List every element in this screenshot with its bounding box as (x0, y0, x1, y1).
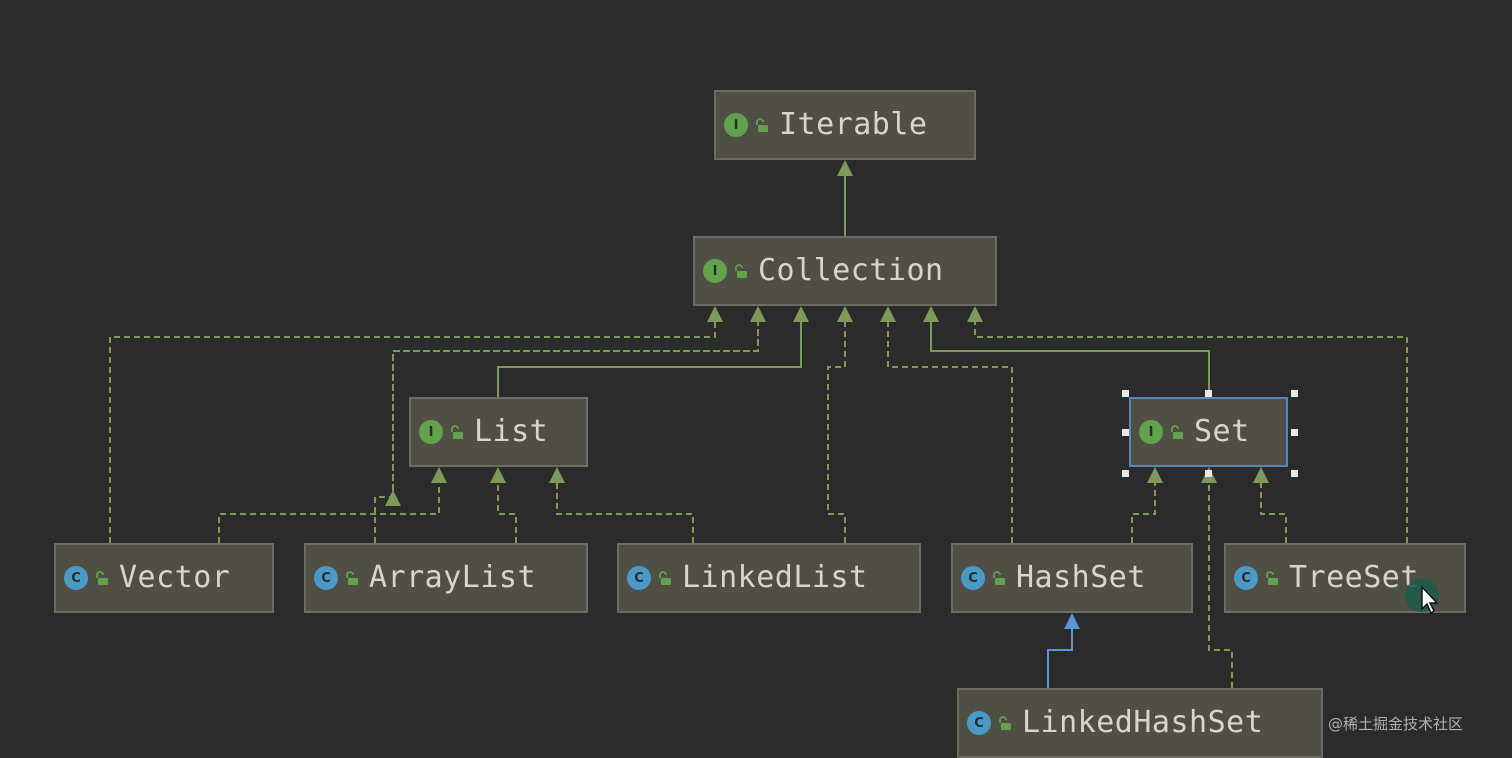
edge-treeset-to-set (1253, 467, 1287, 543)
interface-badge-icon: I (1139, 420, 1163, 444)
unlock-icon (753, 117, 769, 133)
node-list[interactable]: I List (409, 397, 588, 467)
selection-handle[interactable] (1205, 470, 1212, 477)
arrowhead (1147, 467, 1163, 483)
unlock-icon (448, 424, 464, 440)
arrowhead (837, 160, 853, 176)
node-iterable[interactable]: I Iterable (714, 90, 976, 160)
edge-hashset-to-set (1131, 467, 1163, 543)
class-badge-icon: C (1234, 566, 1258, 590)
edge-treeset-to-collection (967, 306, 1408, 543)
edge-collection-to-iterable (837, 160, 853, 236)
node-label: Iterable (779, 107, 928, 142)
arrowhead (1064, 613, 1080, 629)
edge-arraylist-to-collection (374, 306, 766, 543)
node-collection[interactable]: I Collection (693, 236, 997, 306)
node-vector[interactable]: C Vector (54, 543, 274, 613)
edge-linkedlist-to-list (549, 467, 694, 543)
arrowhead (880, 306, 896, 322)
node-label: HashSet (1016, 560, 1146, 595)
node-set[interactable]: I Set (1129, 397, 1288, 467)
interface-badge-icon: I (703, 259, 727, 283)
unlock-icon (343, 570, 359, 586)
arrowhead (793, 306, 809, 322)
arrowhead (707, 306, 723, 322)
node-arraylist[interactable]: C ArrayList (304, 543, 588, 613)
selection-handle[interactable] (1291, 429, 1298, 436)
edge-hashset-to-collection (880, 306, 1013, 543)
node-label: Collection (758, 253, 944, 288)
node-label: Vector (119, 560, 231, 595)
unlock-icon (732, 263, 748, 279)
class-badge-icon: C (967, 711, 991, 735)
edge-vector-to-list (218, 467, 447, 543)
class-badge-icon: C (64, 566, 88, 590)
edge-list-to-collection (497, 306, 809, 397)
unlock-icon (1263, 570, 1279, 586)
node-hashset[interactable]: C HashSet (951, 543, 1193, 613)
arrowhead (750, 306, 766, 322)
unlock-icon (93, 570, 109, 586)
arrowhead (837, 306, 853, 322)
interface-badge-icon: I (419, 420, 443, 444)
arrowhead (1253, 467, 1269, 483)
selection-handle[interactable] (1122, 390, 1129, 397)
class-badge-icon: C (961, 566, 985, 590)
node-treeset[interactable]: C TreeSet (1224, 543, 1466, 613)
node-label: Set (1194, 414, 1250, 449)
node-label: LinkedList (682, 560, 868, 595)
node-linkedlist[interactable]: C LinkedList (617, 543, 921, 613)
unlock-icon (996, 715, 1012, 731)
mouse-pointer-icon (1405, 578, 1439, 615)
arrowhead (549, 467, 565, 483)
edge-arraylist-to-list (490, 467, 517, 543)
arrowhead (923, 306, 939, 322)
selection-handle[interactable] (1205, 390, 1212, 397)
selection-handle[interactable] (1291, 470, 1298, 477)
unlock-icon (990, 570, 1006, 586)
selection-handle[interactable] (1122, 429, 1129, 436)
class-badge-icon: C (627, 566, 651, 590)
interface-badge-icon: I (724, 113, 748, 137)
unlock-icon (1168, 424, 1184, 440)
arrowhead (490, 467, 506, 483)
selection-handle[interactable] (1122, 470, 1129, 477)
unlock-icon (656, 570, 672, 586)
node-label: ArrayList (369, 560, 537, 595)
class-badge-icon: C (314, 566, 338, 590)
edge-linkedhashset-to-hashset (1047, 613, 1080, 688)
edge-linkedlist-to-collection (827, 306, 853, 543)
edge-vector-to-collection (109, 306, 723, 543)
node-label: TreeSet (1289, 560, 1419, 595)
arrowhead (431, 467, 447, 483)
node-label: LinkedHashSet (1022, 705, 1264, 740)
node-linkedhashset[interactable]: C LinkedHashSet (957, 688, 1323, 758)
selection-handle[interactable] (1291, 390, 1298, 397)
watermark: @稀土掘金技术社区 (1328, 715, 1464, 733)
arrowhead (967, 306, 983, 322)
edge-set-to-collection (923, 306, 1210, 397)
node-label: List (474, 414, 549, 449)
edge-arraylist-to-list (374, 490, 401, 543)
